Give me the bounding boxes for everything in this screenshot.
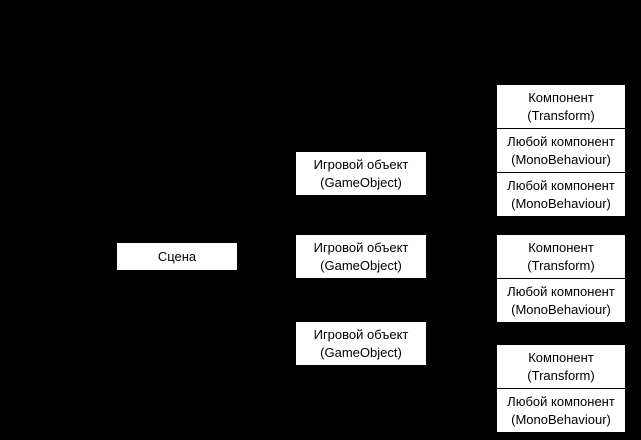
gameobject-subtitle: (GameObject) xyxy=(320,344,402,360)
component-subtitle: (Transform) xyxy=(527,107,595,123)
component-cell-monobehaviour: Любой компонент (MonoBehaviour) xyxy=(497,128,625,172)
component-cell-monobehaviour: Любой компонент (MonoBehaviour) xyxy=(497,172,625,216)
component-group-1: Компонент (Transform) Любой компонент (M… xyxy=(497,85,625,216)
component-title: Любой компонент xyxy=(507,283,615,299)
gameobject-title: Игровой объект xyxy=(313,239,409,255)
component-title: Компонент xyxy=(528,349,594,365)
component-group-2: Компонент (Transform) Любой компонент (M… xyxy=(497,235,625,322)
component-subtitle: (MonoBehaviour) xyxy=(511,195,611,211)
component-subtitle: (MonoBehaviour) xyxy=(511,151,611,167)
gameobject-subtitle: (GameObject) xyxy=(320,257,402,273)
component-cell-transform: Компонент (Transform) xyxy=(497,345,625,388)
component-title: Любой компонент xyxy=(507,393,615,409)
component-subtitle: (MonoBehaviour) xyxy=(511,411,611,427)
scene-node-label: Сцена xyxy=(157,248,197,264)
gameobject-node-3: Игровой объект (GameObject) xyxy=(296,322,426,365)
component-subtitle: (Transform) xyxy=(527,257,595,273)
component-cell-monobehaviour: Любой компонент (MonoBehaviour) xyxy=(497,388,625,432)
component-subtitle: (Transform) xyxy=(527,367,595,383)
component-group-3: Компонент (Transform) Любой компонент (M… xyxy=(497,345,625,432)
scene-node: Сцена xyxy=(117,243,237,270)
component-subtitle: (MonoBehaviour) xyxy=(511,301,611,317)
component-title: Компонент xyxy=(528,239,594,255)
gameobject-node-2: Игровой объект (GameObject) xyxy=(296,235,426,278)
gameobject-title: Игровой объект xyxy=(313,326,409,342)
gameobject-node-1: Игровой объект (GameObject) xyxy=(296,152,426,195)
component-title: Любой компонент xyxy=(507,177,615,193)
component-title: Любой компонент xyxy=(507,133,615,149)
component-cell-monobehaviour: Любой компонент (MonoBehaviour) xyxy=(497,278,625,322)
gameobject-title: Игровой объект xyxy=(313,156,409,172)
component-cell-transform: Компонент (Transform) xyxy=(497,85,625,128)
component-title: Компонент xyxy=(528,89,594,105)
component-cell-transform: Компонент (Transform) xyxy=(497,235,625,278)
gameobject-subtitle: (GameObject) xyxy=(320,174,402,190)
